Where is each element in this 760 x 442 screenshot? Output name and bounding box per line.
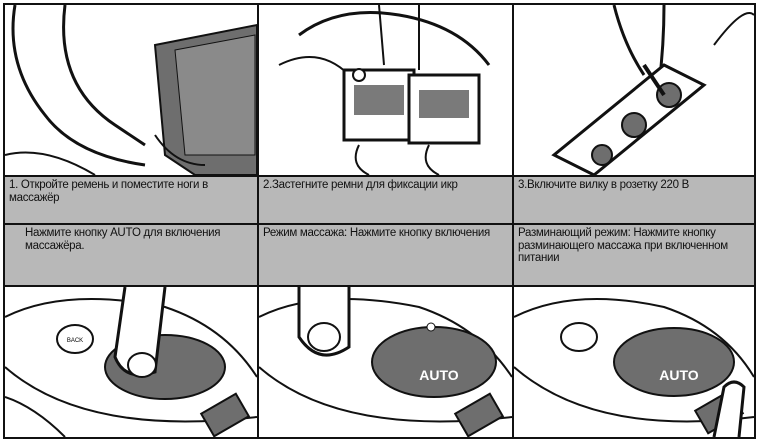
auto-button-label: AUTO [419,367,459,383]
instruction-grid: 1. Откройте ремень и поместите ноги в ма… [3,3,756,439]
illustration-power-button: AUTO [259,287,512,437]
auto-mode-caption: Нажмите кнопку AUTO для включения массаж… [5,225,257,285]
illustration-kneading-button: AUTO [514,287,754,437]
kneading-mode-caption: Разминающий режим: Нажмите кнопку размин… [514,225,754,285]
step-3-caption: 3.Включите вилку в розетку 220 В [514,177,754,223]
illustration-fasten-straps [259,5,512,175]
step-2-caption: 2.Застегните ремни для фиксации икр [259,177,512,223]
illustration-plug-in [514,5,754,175]
back-button-label: BACK [67,338,83,344]
divider [5,285,754,287]
divider [5,223,754,225]
step-1-caption: 1. Откройте ремень и поместите ноги в ма… [5,177,257,223]
illustration-open-strap [5,5,257,175]
illustration-press-auto: BACK [5,287,257,437]
divider [512,5,514,437]
massage-mode-caption: Режим массажа: Нажмите кнопку включения [259,225,512,285]
divider [257,5,259,437]
auto-button-label-2: AUTO [659,367,699,383]
divider [5,175,754,177]
